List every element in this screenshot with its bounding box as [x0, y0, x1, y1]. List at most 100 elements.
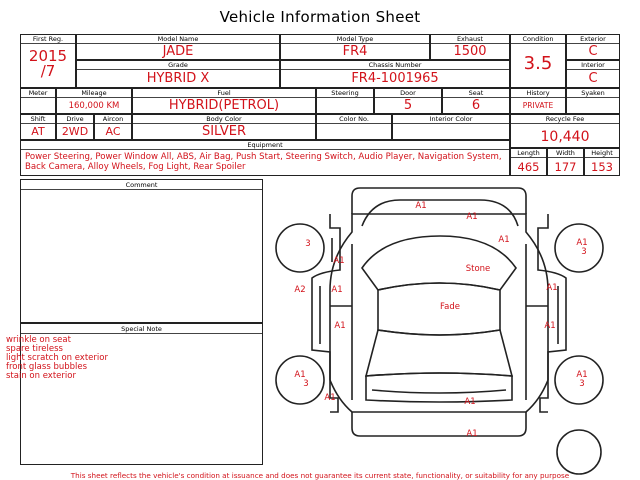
- model-type-label: Model Type: [281, 35, 429, 44]
- aircon-label: Aircon: [95, 115, 131, 124]
- comment-box: Comment: [20, 179, 263, 323]
- equipment-label: Equipment: [21, 141, 509, 150]
- color-no-label: Color No.: [317, 115, 391, 124]
- aircon-cell: Aircon AC: [94, 114, 132, 140]
- body-outline: [329, 213, 549, 413]
- history-value: PRIVATE: [522, 101, 554, 110]
- right-side-outline: [537, 214, 567, 413]
- model-type-value: FR4: [342, 44, 368, 59]
- history-cell: History PRIVATE: [510, 88, 566, 114]
- damage-windshield: Stone: [466, 264, 491, 274]
- damage-roof: Fade: [440, 302, 460, 312]
- damage-rear-left-wheel-top: A1: [294, 370, 305, 380]
- exterior-value: C: [588, 44, 598, 59]
- damage-hood: A1: [466, 212, 477, 222]
- steering-label: Steering: [317, 89, 373, 98]
- interior-color-cell: Interior Color: [392, 114, 510, 140]
- damage-front-left-wheel: 3: [305, 239, 310, 249]
- shift-value: AT: [31, 125, 45, 138]
- disclaimer-footer: This sheet reflects the vehicle's condit…: [70, 471, 570, 480]
- first-reg-cell: First Reg. 2015 /7: [20, 34, 76, 88]
- damage-front-right-wheel-bottom: 3: [581, 247, 586, 257]
- meter-cell: Meter: [20, 88, 56, 114]
- recycle-fee-cell: Recycle Fee 10,440: [510, 114, 620, 148]
- length-cell: Length 465: [510, 148, 547, 176]
- special-note-item: spare tireless: [6, 344, 63, 354]
- model-name-cell: Model Name JADE: [76, 34, 280, 60]
- condition-cell: Condition 3.5: [510, 34, 566, 88]
- model-name-label: Model Name: [77, 35, 279, 44]
- mileage-cell: Mileage 160,000 KM: [56, 88, 132, 114]
- recycle-fee-value: 10,440: [540, 129, 590, 145]
- exhaust-value: 1500: [453, 44, 487, 59]
- aircon-value: AC: [105, 125, 121, 138]
- interior-color-label: Interior Color: [393, 115, 509, 124]
- front-left-wheel: [275, 223, 325, 273]
- hood-outline: [361, 199, 519, 227]
- fuel-cell: Fuel HYBRID(PETROL): [132, 88, 316, 114]
- damage-trunk: A1: [464, 397, 475, 407]
- condition-label: Condition: [511, 35, 565, 44]
- interior-value: C: [588, 71, 598, 86]
- door-label: Door: [375, 89, 441, 98]
- chassis-number-cell: Chassis Number FR4-1001965: [280, 60, 510, 88]
- color-no-cell: Color No.: [316, 114, 392, 140]
- front-right-wheel: [554, 223, 604, 273]
- height-label: Height: [585, 149, 619, 158]
- exterior-cell: Exterior C: [566, 34, 620, 60]
- width-label: Width: [548, 149, 583, 158]
- door-cell: Door 5: [374, 88, 442, 114]
- damage-rear-bumper: A1: [466, 429, 477, 439]
- damage-right-rear-door: A1: [544, 321, 555, 331]
- seat-value: 6: [471, 98, 481, 113]
- front-bumper-outline: [351, 187, 527, 214]
- drive-label: Drive: [57, 115, 93, 124]
- damage-rear-left-wheel-bottom: 3: [303, 379, 308, 389]
- damage-left-front-door: A1: [331, 285, 342, 295]
- height-cell: Height 153: [584, 148, 620, 176]
- door-value: 5: [403, 98, 413, 113]
- condition-value: 3.5: [523, 53, 553, 74]
- rear-window-outline: [364, 329, 514, 377]
- special-note-item: wrinkle on seat: [6, 335, 71, 345]
- exhaust-cell: Exhaust 1500: [430, 34, 510, 60]
- meter-label: Meter: [21, 89, 55, 98]
- model-type-cell: Model Type FR4: [280, 34, 430, 60]
- damage-front-bumper: A1: [415, 201, 426, 211]
- width-cell: Width 177: [547, 148, 584, 176]
- damage-right-fender: A1: [498, 235, 509, 245]
- damage-front-right-wheel-top: A1: [576, 238, 587, 248]
- model-name-value: JADE: [162, 44, 194, 59]
- drive-value: 2WD: [61, 125, 89, 138]
- body-color-label: Body Color: [133, 115, 315, 124]
- mileage-label: Mileage: [57, 89, 131, 98]
- seat-label: Seat: [443, 89, 509, 98]
- shift-cell: Shift AT: [20, 114, 56, 140]
- width-value: 177: [554, 160, 577, 174]
- spare-wheel: [556, 429, 602, 475]
- height-value: 153: [591, 160, 613, 174]
- damage-left-fender: A1: [333, 256, 344, 266]
- interior-cell: Interior C: [566, 60, 620, 88]
- damage-rear-right-wheel-top: A1: [576, 370, 587, 380]
- equipment-cell: Equipment Power Steering, Power Window A…: [20, 140, 510, 176]
- special-note-label: Special Note: [21, 324, 262, 334]
- chassis-number-label: Chassis Number: [281, 61, 509, 70]
- special-note-list: wrinkle on seat spare tireless light scr…: [6, 336, 108, 381]
- fuel-value: HYBRID(PETROL): [168, 98, 280, 113]
- first-reg-value: 2015 /7: [28, 47, 68, 80]
- special-note-item: light scratch on exterior: [6, 353, 108, 363]
- damage-right-front-door: A1: [546, 283, 557, 293]
- damage-left-quarter: A1: [324, 393, 335, 403]
- rear-left-wheel: [275, 355, 325, 405]
- mileage-value: 160,000 KM: [68, 101, 120, 111]
- first-reg-label: First Reg.: [21, 35, 75, 44]
- damage-left-front-pillar: A2: [294, 285, 305, 295]
- syaken-cell: Syaken: [566, 88, 620, 114]
- seat-cell: Seat 6: [442, 88, 510, 114]
- trunk-outline: [365, 372, 513, 403]
- special-note-item: stain on exterior: [6, 371, 76, 381]
- left-side-outline: [311, 214, 341, 413]
- syaken-label: Syaken: [567, 89, 619, 98]
